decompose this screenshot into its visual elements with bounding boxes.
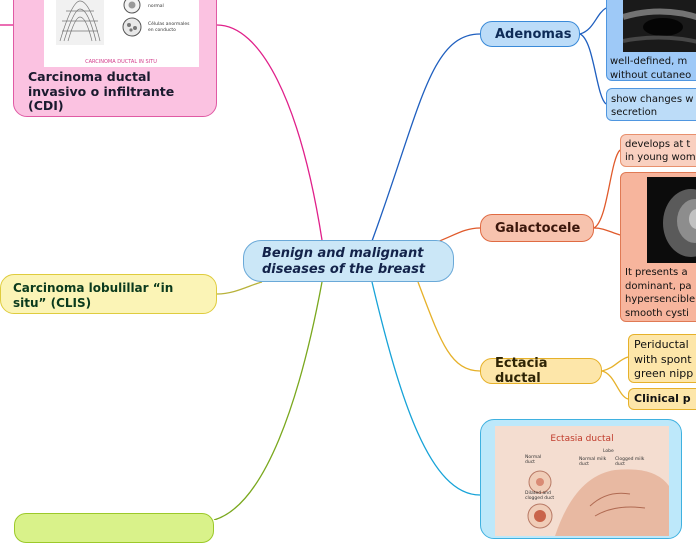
cdi-illustration-image: normal Células anormales en conducto CAR… — [56, 0, 190, 65]
link-lobulillar — [216, 281, 263, 295]
adenomas-note-b-line1: show changes w — [611, 94, 694, 105]
ectasia-label-5: Normal milk — [579, 456, 607, 462]
central-topic[interactable]: Benign and malignant diseases of the bre… — [243, 240, 454, 282]
galactocele-note-b-line2: dominant, pa — [625, 280, 692, 292]
topic-galactocele[interactable]: Galactocele — [480, 214, 594, 242]
galactocele-note-b-line4: smooth cysti — [625, 307, 689, 319]
link-adenomas-a — [579, 7, 607, 35]
ectasia-label-1: Normal — [525, 454, 541, 460]
topic-galactocele-label: Galactocele — [495, 220, 581, 236]
galactocele-note-a-line1: develops at t — [625, 139, 691, 150]
link-galactocele — [436, 227, 481, 243]
cdi-label-line1: Carcinoma ductal — [28, 69, 151, 84]
ectacia-note-a-line2: with spont — [634, 352, 692, 366]
link-ectacia-a — [601, 356, 629, 372]
central-topic-line1: Benign and malignant — [262, 246, 424, 261]
cdi-illustration: normal Células anormales en conducto CAR… — [44, 0, 199, 67]
mammogram-image — [647, 177, 696, 263]
ectasia-illustration: Ectasia ductal Normal duct Dilated and c… — [495, 426, 669, 536]
adenomas-note-b-line2: secretion — [611, 107, 658, 118]
topic-adenomas[interactable]: Adenomas — [480, 21, 580, 47]
ectasia-label-9: duct — [615, 461, 625, 467]
galactocele-note-b-line3: hypersencible — [625, 294, 696, 305]
ectasia-label-3: Dilated and — [525, 490, 551, 496]
ectasia-label-2: duct — [525, 459, 535, 465]
link-cdi — [216, 24, 323, 241]
topic-adenomas-label: Adenomas — [495, 26, 572, 42]
link-galacto-b — [593, 227, 621, 236]
ectasia-label-7: Lobe — [603, 448, 614, 454]
ultrasound-image — [623, 0, 696, 52]
topic-green-partial[interactable] — [14, 513, 214, 543]
cdi-label: Carcinoma ductal invasivo o infiltrante … — [28, 69, 175, 114]
adenomas-note-secretion[interactable]: show changes w secretion — [606, 88, 696, 121]
ectacia-note-a-line3: green nipp — [634, 367, 694, 380]
galactocele-note-image[interactable]: It presents a dominant, pa hypersencible… — [620, 172, 696, 322]
cdi-caption: CARCINOMA DUCTAL IN SITU — [85, 59, 157, 65]
topic-lobulillar-label: Carcinoma lobulillar “in situ” (CLIS) — [13, 281, 174, 310]
link-adenomas-b — [579, 33, 607, 105]
topic-ectacia-ductal[interactable]: Ectacia ductal — [480, 356, 602, 386]
adenomas-note-a-line1: well-defined, m — [610, 56, 688, 67]
link-galacto-a — [593, 149, 621, 229]
link-ectacia — [417, 281, 481, 372]
ectasia-illustration-image: Normal duct Dilated and clogged duct Nor… — [525, 448, 669, 536]
cdi-label-line2: invasivo o infiltrante — [28, 83, 175, 99]
topic-ectasia-image[interactable]: Ectasia ductal Normal duct Dilated and c… — [480, 419, 682, 539]
connector-lines — [0, 7, 629, 520]
cdi-label-normal: normal — [148, 3, 164, 9]
ectasia-label-6: duct — [579, 461, 589, 467]
cdi-label-duct: en conducto — [148, 27, 176, 33]
central-topic-line2: diseases of the breast — [262, 262, 426, 277]
link-adenomas — [371, 33, 481, 242]
galactocele-note-b-line1: It presents a — [625, 267, 688, 278]
topic-ectacia-label: Ectacia ductal — [495, 356, 548, 386]
adenomas-note-a-text: well-defined, m without cutaneo — [610, 55, 696, 82]
cdi-label-line3: (CDI) — [28, 98, 64, 113]
ectasia-label-8: Clogged milk — [615, 456, 645, 462]
galactocele-note-develops[interactable]: develops at t in young wom — [620, 134, 696, 167]
ectacia-note-b-text: Clinical p — [634, 392, 691, 405]
ectasia-label-4: clogged duct — [525, 495, 554, 501]
adenomas-note-image[interactable]: well-defined, m without cutaneo — [606, 0, 696, 81]
link-cyan — [371, 281, 481, 496]
ectacia-note-clinical[interactable]: Clinical p — [628, 388, 696, 410]
ectasia-illustration-title: Ectasia ductal — [550, 434, 614, 444]
link-green — [213, 281, 323, 520]
topic-carcinoma-ductal-invasivo[interactable]: normal Células anormales en conducto CAR… — [13, 0, 217, 117]
adenomas-note-a-line2: without cutaneo — [610, 69, 692, 81]
ectacia-note-periductal[interactable]: Periductal with spont green nipp — [628, 334, 696, 383]
link-ectacia-b — [601, 370, 629, 400]
topic-carcinoma-lobulillar[interactable]: Carcinoma lobulillar “in situ” (CLIS) — [0, 274, 217, 314]
galactocele-note-b-text: It presents a dominant, pa hypersencible… — [625, 266, 696, 320]
cdi-label-cells: Células anormales — [148, 20, 190, 27]
ectacia-note-a-line1: Periductal — [634, 338, 689, 351]
galactocele-note-a-line2: in young wom — [625, 152, 696, 163]
